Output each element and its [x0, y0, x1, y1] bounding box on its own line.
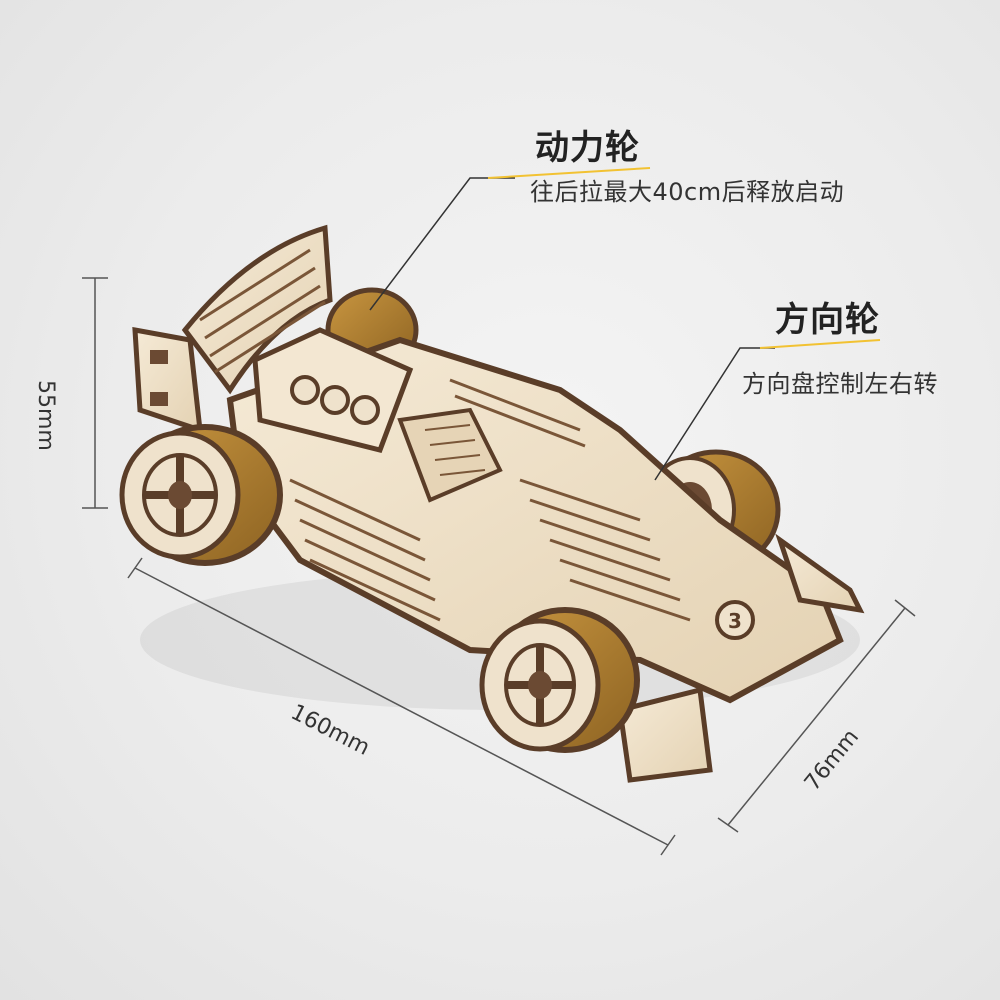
drive-wheel-title: 动力轮 — [535, 128, 640, 168]
rear-wheel-near — [119, 424, 283, 566]
steering-wheel-title: 方向轮 — [775, 300, 880, 340]
car-number: 3 — [728, 609, 742, 633]
car-body: 3 — [226, 327, 865, 783]
steering-wheel-description: 方向盘控制左右转 — [742, 370, 938, 398]
front-wheel-near — [479, 607, 640, 753]
rear-wing — [132, 224, 333, 434]
dimension-lines — [82, 277, 916, 856]
drive-wheel-description: 往后拉最大40cm后释放启动 — [530, 178, 845, 206]
callout-lines — [369, 167, 881, 481]
height-dimension-label: 55mm — [33, 380, 58, 451]
